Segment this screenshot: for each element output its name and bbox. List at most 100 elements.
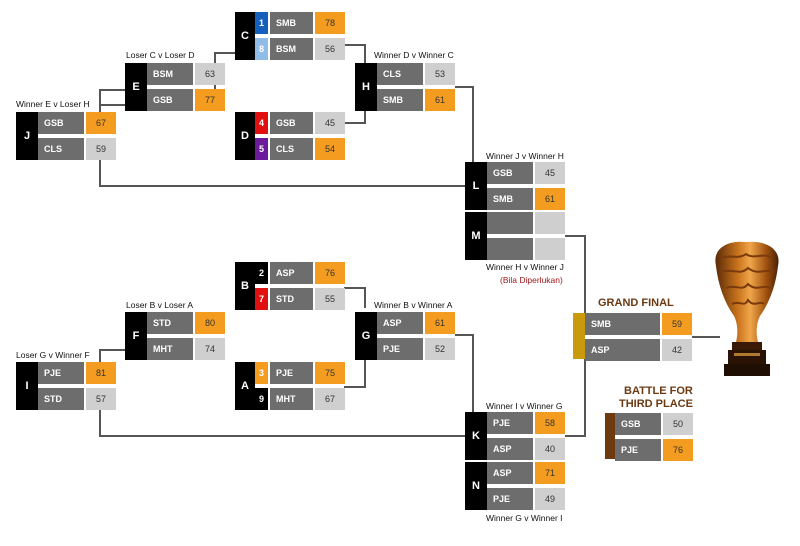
team-score: 54 xyxy=(315,138,345,160)
team-name: GSB xyxy=(147,89,193,111)
seed-badge: 9 xyxy=(255,388,268,410)
team-score: 76 xyxy=(663,439,693,461)
team-name: ASP xyxy=(487,462,533,484)
team-name xyxy=(487,212,533,234)
seed-badge: 1 xyxy=(255,12,268,34)
team-score xyxy=(535,238,565,260)
team-name: GSB xyxy=(615,413,661,435)
team-score: 45 xyxy=(315,112,345,134)
team-name: PJE xyxy=(487,412,533,434)
match-label: K xyxy=(465,412,487,460)
team-score: 61 xyxy=(425,89,455,111)
team-score: 71 xyxy=(535,462,565,484)
team-name: PJE xyxy=(487,488,533,510)
team-score: 57 xyxy=(86,388,116,410)
team-name: PJE xyxy=(377,338,423,360)
match-m-subtitle: (Bila Diperlukan) xyxy=(500,275,563,285)
seed-badge: 5 xyxy=(255,138,268,160)
team-name: GSB xyxy=(270,112,313,134)
team-name: CLS xyxy=(377,63,423,85)
trophy-icon xyxy=(715,241,779,376)
match-m: M xyxy=(465,212,565,260)
team-row xyxy=(487,212,565,234)
team-score: 81 xyxy=(86,362,116,384)
match-label: M xyxy=(465,212,487,260)
team-score: 74 xyxy=(195,338,225,360)
team-score: 61 xyxy=(535,188,565,210)
team-name: CLS xyxy=(38,138,84,160)
seed-badge: 2 xyxy=(255,262,268,284)
team-score: 63 xyxy=(195,63,225,85)
team-score: 56 xyxy=(315,38,345,60)
team-name: BSM xyxy=(147,63,193,85)
team-score: 75 xyxy=(315,362,345,384)
team-score: 58 xyxy=(535,412,565,434)
match-e-title: Loser C v Loser D xyxy=(126,50,195,60)
match-m-title: Winner H v Winner J xyxy=(486,262,564,272)
team-score: 53 xyxy=(425,63,455,85)
team-name: PJE xyxy=(270,362,313,384)
match-k-title: Winner I v Winner G xyxy=(486,401,563,411)
team-score: 77 xyxy=(195,89,225,111)
match-label: F xyxy=(125,312,147,360)
team-name: PJE xyxy=(615,439,661,461)
team-score: 45 xyxy=(535,162,565,184)
team-row xyxy=(487,238,565,260)
team-score: 50 xyxy=(663,413,693,435)
team-score: 42 xyxy=(662,339,692,361)
team-name: SMB xyxy=(487,188,533,210)
team-name: ASP xyxy=(487,438,533,460)
team-name: PJE xyxy=(38,362,84,384)
grand-final-accent-bar xyxy=(573,313,585,359)
match-f-title: Loser B v Loser A xyxy=(126,300,194,310)
match-n-title: Winner G v Winner I xyxy=(486,513,563,523)
match-label: J xyxy=(16,112,38,160)
third-place-title-line1: BATTLE FOR xyxy=(624,385,693,397)
team-score: 78 xyxy=(315,12,345,34)
match-label: L xyxy=(465,162,487,210)
third-place-title-line2: THIRD PLACE xyxy=(619,398,693,410)
team-score: 40 xyxy=(535,438,565,460)
team-name: STD xyxy=(38,388,84,410)
team-name: ASP xyxy=(585,339,660,361)
match-j-title: Winner E v Loser H xyxy=(16,99,90,109)
team-name: SMB xyxy=(377,89,423,111)
team-score: 67 xyxy=(86,112,116,134)
match-l-title: Winner J v Winner H xyxy=(486,151,564,161)
seed-badge: 4 xyxy=(255,112,268,134)
match-label: H xyxy=(355,63,377,111)
match-label: B xyxy=(235,262,255,310)
match-i-title: Loser G v Winner F xyxy=(16,350,90,360)
